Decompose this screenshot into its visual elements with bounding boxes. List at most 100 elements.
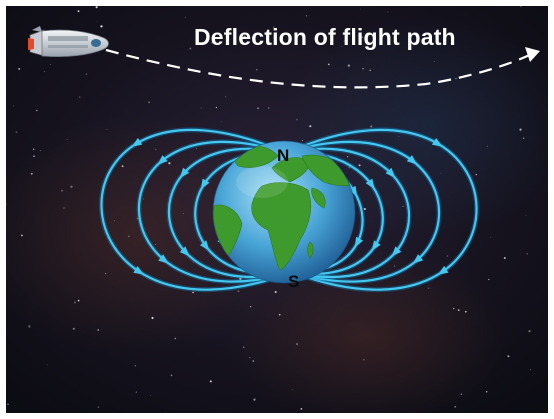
star xyxy=(165,412,166,413)
field-line xyxy=(100,129,294,291)
star xyxy=(36,109,38,112)
star xyxy=(221,121,222,122)
star xyxy=(15,131,18,133)
star xyxy=(174,337,177,340)
field-line xyxy=(167,147,294,279)
north-pole-label: N xyxy=(277,146,290,165)
field-arrowhead-icon xyxy=(412,254,424,264)
earth-globe xyxy=(212,140,356,284)
flight-path-arrowhead-icon xyxy=(525,47,540,62)
star xyxy=(72,327,75,330)
star xyxy=(97,20,98,22)
space-panel: Deflection of flight path N S xyxy=(6,6,548,413)
star xyxy=(306,15,308,17)
star xyxy=(278,313,281,316)
star xyxy=(43,71,45,73)
star xyxy=(296,118,298,121)
star xyxy=(33,155,35,157)
star xyxy=(77,10,80,13)
field-line xyxy=(284,140,441,283)
field-arrowhead-icon xyxy=(354,236,364,248)
field-arrowhead-icon xyxy=(179,167,190,179)
star xyxy=(257,107,259,110)
star xyxy=(192,262,194,263)
star xyxy=(360,8,362,10)
star xyxy=(40,150,42,152)
star xyxy=(211,42,213,44)
field-arrowhead-icon xyxy=(157,155,168,165)
landmass xyxy=(271,157,311,183)
star xyxy=(503,256,506,260)
star xyxy=(362,67,365,70)
star xyxy=(209,380,212,383)
star xyxy=(121,165,124,168)
field-arrowhead-icon xyxy=(348,185,358,197)
star xyxy=(143,198,144,200)
star xyxy=(348,166,351,169)
star xyxy=(70,185,73,188)
field-line xyxy=(284,151,384,275)
star xyxy=(113,220,116,222)
star xyxy=(200,107,202,109)
star xyxy=(6,203,7,206)
star xyxy=(151,316,154,320)
field-arrowhead-icon xyxy=(200,178,210,190)
star xyxy=(252,360,255,362)
field-arrowhead-icon xyxy=(406,155,418,165)
star xyxy=(358,164,361,167)
star xyxy=(18,67,21,70)
star xyxy=(170,374,173,377)
star xyxy=(78,96,81,98)
field-arrowhead-icon xyxy=(365,178,375,190)
star xyxy=(85,73,88,75)
star xyxy=(302,140,303,141)
star xyxy=(309,125,312,128)
star xyxy=(347,156,349,158)
star xyxy=(343,40,345,42)
scene-canvas xyxy=(6,6,548,413)
star xyxy=(273,26,275,28)
star xyxy=(189,47,192,50)
star xyxy=(402,205,404,207)
star xyxy=(192,291,194,294)
star xyxy=(134,365,137,367)
star xyxy=(440,173,442,175)
star xyxy=(394,265,396,267)
star xyxy=(363,207,366,211)
flight-path-line xyxy=(105,48,533,89)
star xyxy=(168,162,171,165)
field-line xyxy=(137,140,294,283)
star xyxy=(519,128,522,131)
star xyxy=(47,364,49,365)
star xyxy=(77,299,80,302)
field-arrowhead-icon xyxy=(179,246,190,257)
star xyxy=(454,405,457,408)
star xyxy=(196,148,197,149)
star xyxy=(490,236,491,238)
star xyxy=(523,137,525,139)
star xyxy=(475,173,477,176)
star xyxy=(224,96,227,98)
star xyxy=(215,107,217,109)
star xyxy=(530,369,532,371)
star xyxy=(243,35,246,38)
star xyxy=(135,391,137,393)
field-line xyxy=(284,129,478,291)
star xyxy=(249,356,251,359)
star xyxy=(274,290,277,294)
landmass xyxy=(311,187,326,209)
star xyxy=(457,309,460,312)
star xyxy=(105,273,107,275)
star xyxy=(526,253,528,255)
star xyxy=(455,77,457,80)
star xyxy=(73,301,77,304)
star xyxy=(7,403,9,406)
star xyxy=(32,148,35,150)
star xyxy=(243,346,245,348)
field-arrowhead-icon xyxy=(158,254,169,264)
spacecraft-icon xyxy=(28,26,109,57)
star xyxy=(369,69,372,72)
star xyxy=(97,406,100,408)
star xyxy=(66,139,68,140)
